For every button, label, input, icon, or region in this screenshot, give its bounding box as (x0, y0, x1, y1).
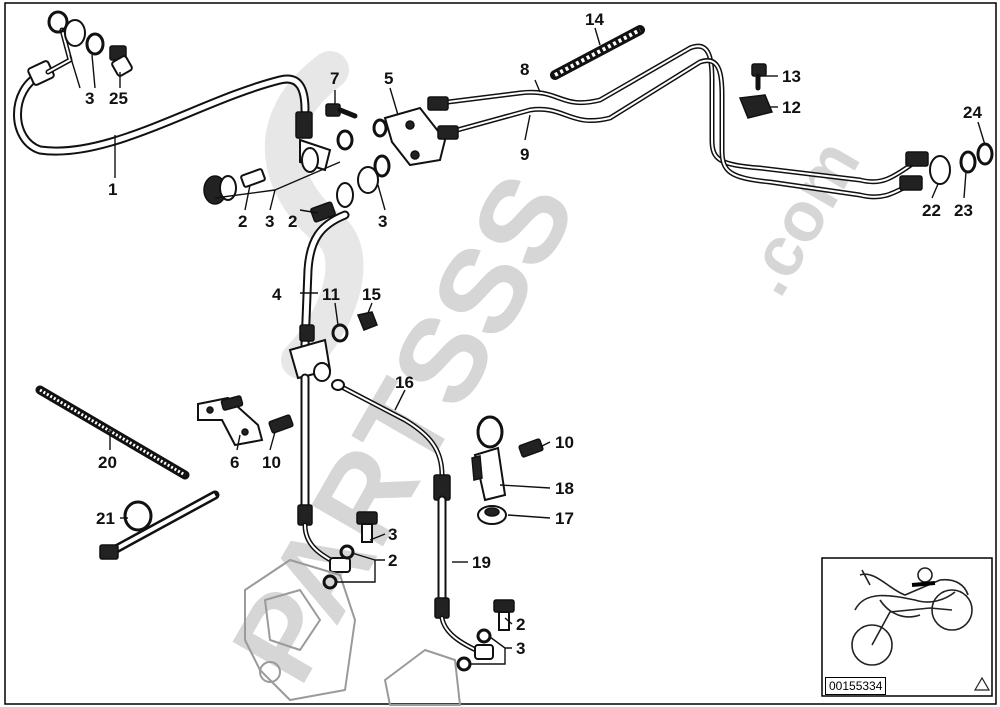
callout-10a: 10 (262, 453, 281, 472)
callout-2b: 2 (288, 212, 297, 231)
callout-2c: 2 (388, 551, 397, 570)
callout-10b: 10 (555, 433, 574, 452)
callout-3a: 3 (85, 89, 94, 108)
callout-15: 15 (362, 285, 381, 304)
callout-3c: 3 (378, 212, 387, 231)
bolt-10a (268, 414, 294, 434)
distributor-5 (383, 106, 447, 167)
watermark-text: PARTSSS (206, 153, 601, 703)
cable-tie-20 (35, 385, 190, 480)
callout-16: 16 (395, 373, 414, 392)
diagram-reference-code: 00155334 (825, 677, 887, 695)
callout-25: 25 (109, 89, 128, 108)
callout-2a: 2 (238, 212, 247, 231)
callout-20: 20 (98, 453, 117, 472)
protective-sleeve-14 (550, 25, 645, 80)
ghost-caliper-left (244, 559, 356, 701)
banjo-bolt-washers-left (322, 511, 378, 590)
washer-11-nut-15 (331, 311, 378, 343)
callout-1: 1 (108, 180, 117, 199)
callout-6: 6 (230, 453, 239, 472)
inset-frame (821, 557, 993, 697)
callout-14: 14 (585, 10, 604, 29)
grommet-17 (477, 505, 507, 525)
t-piece-distributor (288, 338, 332, 382)
callout-5: 5 (384, 69, 393, 88)
callout-3d: 3 (388, 525, 397, 544)
left-caliper-hose (297, 373, 351, 573)
callout-4: 4 (272, 285, 282, 304)
grommet-and-bolts-2-3 (203, 154, 391, 223)
cable-clip-21 (99, 490, 220, 560)
callout-17: 17 (555, 509, 574, 528)
warning-triangle-icon (973, 676, 991, 691)
callout-9: 9 (520, 145, 529, 164)
brake-pipes-8-9 (427, 43, 929, 200)
watermark-domain: .com (725, 127, 874, 308)
motorcycle-icon (851, 567, 973, 666)
callout-8: 8 (520, 60, 529, 79)
callout-18: 18 (555, 479, 574, 498)
washers-3b (301, 118, 388, 173)
brake-hose-19 (433, 474, 494, 660)
leader-lines (69, 27, 986, 665)
callout-3e: 3 (516, 639, 525, 658)
screw-13-clip-12 (738, 63, 774, 119)
callout-labels: 1 3 25 7 5 14 8 9 13 12 24 22 23 2 3 2 3… (85, 10, 982, 658)
screw-7 (325, 103, 358, 119)
banjo-bolt-25 (109, 45, 133, 77)
hose-holder-18 (471, 415, 507, 502)
callout-24: 24 (963, 103, 982, 122)
callout-11: 11 (322, 285, 340, 304)
ghost-caliper-right (384, 649, 461, 706)
callout-3b: 3 (265, 212, 274, 231)
callout-22: 22 (922, 201, 941, 220)
callout-21: 21 (96, 509, 115, 528)
seals-22-23-24 (929, 142, 994, 185)
callout-2d: 2 (516, 615, 525, 634)
callout-7: 7 (330, 69, 339, 88)
callout-23: 23 (954, 201, 973, 220)
motorcycle-inset (821, 557, 993, 697)
callout-19: 19 (472, 553, 491, 572)
diagram-frame (4, 2, 997, 705)
bracket-6 (197, 395, 264, 447)
banjo-rings-3a (47, 10, 105, 56)
brake-hose-1 (13, 27, 332, 172)
brake-pipe-16 (331, 379, 445, 478)
callout-12: 12 (782, 98, 801, 117)
callout-13: 13 (782, 67, 801, 86)
brake-hose-4 (299, 210, 350, 350)
screw-10b (518, 438, 544, 458)
